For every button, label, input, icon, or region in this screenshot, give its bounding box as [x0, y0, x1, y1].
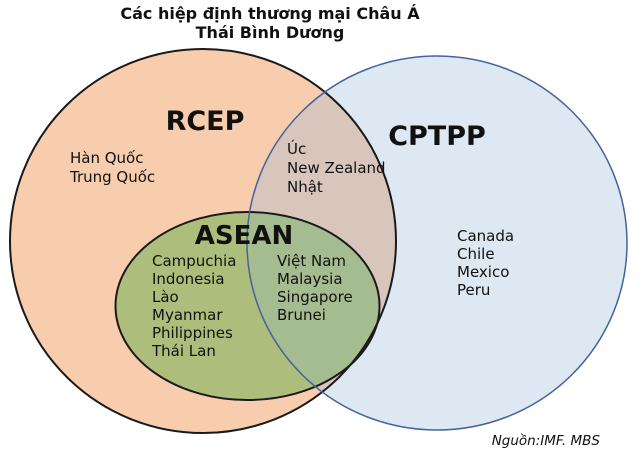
member-item: Myanmar — [152, 306, 223, 324]
member-item: Trung Quốc — [70, 168, 156, 186]
member-item: Canada — [457, 227, 515, 245]
rcep-label: RCEP — [165, 106, 245, 137]
member-item: New Zealand — [287, 159, 386, 177]
member-item: Lào — [152, 288, 179, 306]
asean-cptpp-overlap-region — [248, 212, 379, 387]
asean-ellipse-outline — [114, 211, 381, 401]
member-item: Malaysia — [277, 270, 343, 288]
member-item: Indonesia — [152, 270, 225, 288]
chart-title-line2: Thái Bình Dương — [195, 23, 345, 42]
member-item: Hàn Quốc — [70, 149, 144, 167]
member-item: Campuchia — [152, 252, 237, 270]
member-item: Brunei — [277, 306, 326, 324]
source-note: Nguồn:IMF. MBS — [491, 433, 600, 449]
member-item: Philippines — [152, 324, 233, 342]
rcep-circle-outline — [9, 48, 397, 434]
member-item: Chile — [457, 245, 495, 263]
cptpp-circle-outline — [246, 55, 628, 431]
member-item: Singapore — [277, 288, 353, 306]
chart-title: Các hiệp định thương mại Châu Á Thái Bìn… — [0, 4, 540, 42]
member-item: Việt Nam — [277, 252, 347, 270]
member-item: Nhật — [287, 178, 323, 196]
member-item: Mexico — [457, 263, 510, 281]
chart-title-line1: Các hiệp định thương mại Châu Á — [120, 4, 420, 23]
asean-label: ASEAN — [194, 221, 294, 251]
cptpp-label: CPTPP — [388, 121, 486, 152]
member-item: Úc — [287, 140, 307, 158]
member-item: Thái Lan — [152, 342, 216, 360]
member-item: Peru — [457, 281, 491, 299]
